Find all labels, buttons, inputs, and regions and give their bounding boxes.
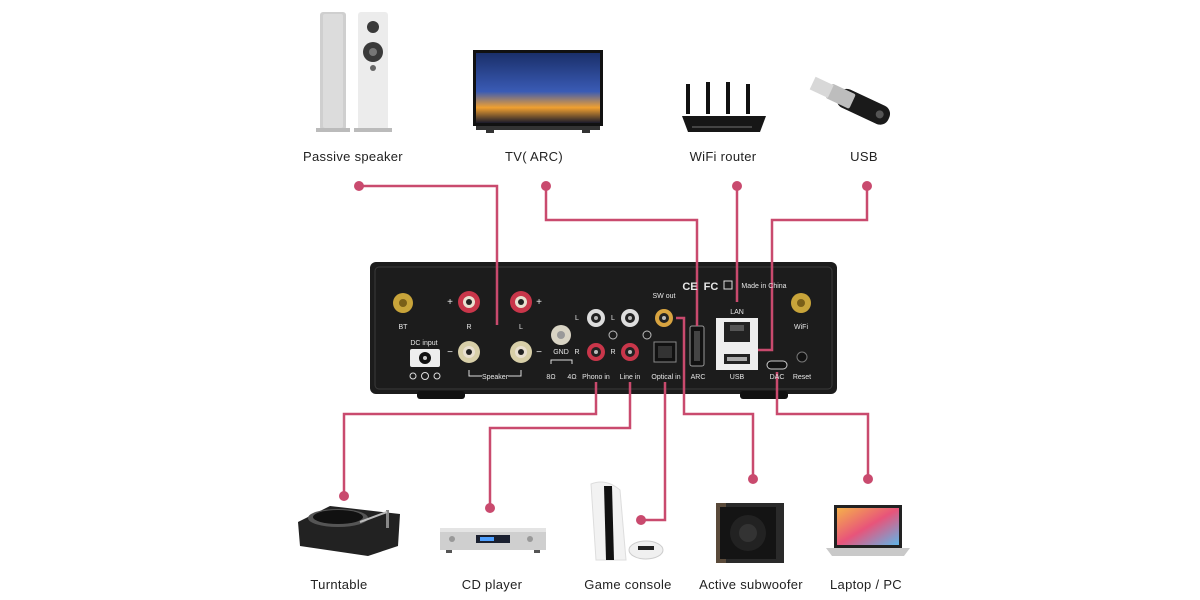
phono-in-r-rca	[587, 343, 605, 361]
label-plus-r: +	[447, 297, 453, 308]
label-r-speaker: R	[466, 324, 471, 331]
label-gnd: GND	[553, 349, 569, 356]
speaker-terminal-l-plus	[510, 291, 532, 313]
tv-icon	[473, 50, 603, 133]
label-phono-in: Phono in	[582, 374, 610, 381]
line-active-subwoofer	[676, 316, 755, 479]
line-in-l-rca	[621, 309, 639, 327]
bt-antenna-connector	[393, 293, 413, 313]
line-cd-player	[488, 382, 632, 508]
hdmi-arc-port	[689, 325, 705, 367]
label-made-in: Made in China	[741, 283, 786, 290]
line-passive-speaker	[359, 184, 499, 325]
wifi-router-icon	[682, 82, 766, 132]
label-cd-player: CD player	[461, 577, 523, 592]
speaker-terminal-r-minus	[458, 341, 480, 363]
label-minus-r: −	[447, 347, 453, 358]
label-usb-device: USB	[850, 149, 878, 164]
line-turntable	[342, 382, 598, 496]
line-in-r-rca	[621, 343, 639, 361]
label-bt: BT	[399, 324, 409, 331]
label-active-subwoofer: Active subwoofer	[699, 577, 803, 592]
label-dac: DAC	[770, 374, 785, 381]
passive-speaker-icon	[316, 12, 392, 132]
dc-input-jack	[409, 349, 441, 380]
label-l-speaker: L	[519, 324, 523, 331]
dot-cd-player	[485, 503, 495, 513]
dot-tv	[541, 181, 551, 191]
connection-lines	[342, 184, 870, 522]
label-line-l: L	[611, 315, 615, 322]
dot-passive-speaker	[354, 181, 364, 191]
label-line-in: Line in	[620, 374, 641, 381]
reset-button	[796, 351, 808, 363]
lan-usb-block	[716, 318, 758, 370]
label-wifi-router: WiFi router	[689, 149, 757, 164]
label-phono-l: L	[575, 315, 579, 322]
label-lan: LAN	[730, 309, 744, 316]
dot-usb	[862, 181, 872, 191]
label-optical-in: Optical in	[651, 374, 680, 381]
wifi-antenna-connector	[791, 293, 811, 313]
game-console-icon	[590, 481, 664, 561]
impedance-switch	[550, 359, 573, 364]
label-line-r: R	[610, 349, 615, 356]
gnd-terminal	[551, 325, 571, 345]
dot-turntable	[339, 491, 349, 501]
line-laptop	[775, 372, 870, 479]
label-wifi: WiFi	[794, 324, 808, 331]
laptop-icon	[826, 505, 910, 556]
line-game-console	[641, 382, 667, 522]
label-phono-r: R	[574, 349, 579, 356]
dot-laptop	[863, 474, 873, 484]
label-speaker: Speaker	[482, 374, 509, 381]
panel-labels: BT WiFi DC input Speaker R L + + − − GND…	[399, 281, 812, 381]
label-8ohm: 8Ω	[546, 374, 555, 381]
label-tv: TV( ARC)	[504, 149, 563, 164]
label-arc: ARC	[691, 374, 706, 381]
label-ce: CE	[682, 281, 697, 293]
line-tv	[544, 186, 699, 326]
phono-in-l-rca	[587, 309, 605, 327]
compliance-marks	[723, 280, 733, 290]
speaker-terminal-r-plus	[458, 291, 480, 313]
label-game-console: Game console	[584, 577, 672, 592]
label-reset: Reset	[793, 374, 811, 381]
sw-out-rca	[655, 309, 673, 327]
dac-usb-c-port	[766, 360, 788, 370]
line-usb	[758, 186, 869, 352]
optical-in-port	[653, 341, 677, 363]
turntable-icon	[298, 506, 400, 556]
label-4ohm: 4Ω	[567, 374, 576, 381]
dot-wifi-router	[732, 181, 742, 191]
label-usb: USB	[730, 374, 745, 381]
label-plus-l: +	[536, 297, 542, 308]
label-dc-input: DC input	[410, 340, 437, 347]
label-passive-speaker: Passive speaker	[303, 149, 403, 164]
speaker-terminal-l-minus	[510, 341, 532, 363]
label-fc: FC	[704, 281, 719, 293]
label-laptop: Laptop / PC	[830, 577, 902, 592]
connection-dots	[339, 181, 873, 525]
active-subwoofer-icon	[716, 503, 784, 563]
cd-player-icon	[440, 528, 546, 553]
usb-icon	[809, 76, 891, 125]
dot-game-console	[636, 515, 646, 525]
label-sw-out: SW out	[653, 293, 676, 300]
dot-active-subwoofer	[748, 474, 758, 484]
label-turntable: Turntable	[310, 577, 368, 592]
label-minus-l: −	[536, 347, 542, 358]
